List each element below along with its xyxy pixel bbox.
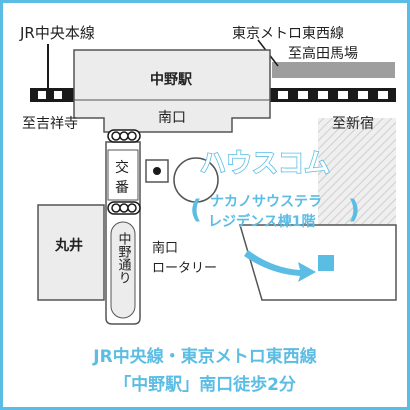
access-line1: JR中央線・東京メトロ東西線	[92, 346, 316, 367]
nakano-dori-strip	[110, 221, 136, 319]
marui-label: 丸井	[54, 237, 83, 254]
road-to-takadanobaba	[272, 62, 395, 78]
railway-track-left	[30, 88, 74, 102]
station-building	[73, 49, 271, 133]
building-name-line2: レジデンス棟1階	[208, 213, 315, 230]
jr-chuo-line-label: JR中央本線	[19, 24, 95, 42]
traffic-light-icon	[107, 201, 141, 215]
rotary-label-2: ロータリー	[152, 261, 217, 276]
rotary-circle	[173, 157, 219, 203]
nakano-dori-label: 中野通り	[116, 232, 132, 284]
police-box-label-1: 交	[115, 159, 129, 176]
building-name-line1: ナカノサウステラ	[210, 194, 322, 210]
bracket-right: )	[348, 195, 360, 225]
railway-track-right	[268, 88, 396, 102]
police-box-block	[107, 149, 139, 201]
bracket-left: (	[190, 195, 202, 225]
destination-name: ハウスコム	[200, 149, 330, 179]
to-shinjuku-label: 至新宿	[332, 115, 374, 132]
traffic-light-icon	[107, 129, 141, 143]
station-name-label: 中野駅	[150, 71, 193, 88]
to-kichijoji-label: 至吉祥寺	[22, 116, 78, 132]
access-line2: 「中野駅」南口徒歩2分	[114, 374, 296, 395]
direction-arrow-icon	[244, 250, 316, 282]
marui-building	[37, 204, 105, 301]
tozai-line-label: 東京メトロ東西線	[232, 26, 344, 42]
police-box-label-2: 番	[115, 180, 129, 196]
police-box-dot	[153, 167, 161, 175]
south-exit-label: 南口	[158, 110, 186, 126]
rotary-label-1: 南口	[152, 240, 178, 256]
destination-marker-icon	[318, 255, 334, 271]
to-takadanobaba-label: 至高田馬場	[288, 45, 358, 62]
